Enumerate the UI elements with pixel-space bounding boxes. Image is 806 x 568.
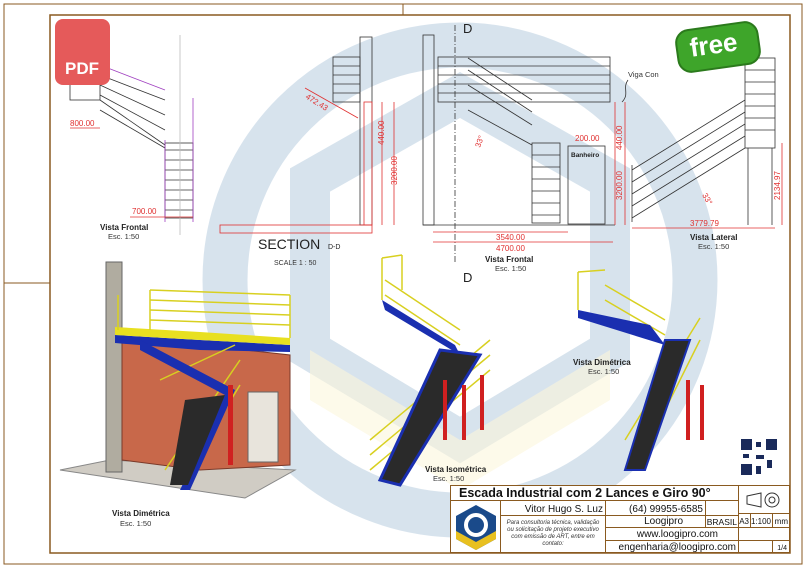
beam-note: Viga Con [628,70,659,79]
unit-cell: mm [773,514,789,528]
qr-code [740,438,778,476]
section-suffix: D-D [328,244,340,251]
view-scale: Esc. 1:50 [433,474,464,483]
blank-cell [706,501,739,516]
view-title: Vista Dimétrica [573,358,631,367]
title-block: Escada Industrial com 2 Lances e Giro 90… [450,485,790,553]
vista-frontal-left [69,35,194,235]
dim-440b: 440.00 [615,125,624,150]
scale-cell: 1:100 [751,514,773,528]
isometrica-3d [369,254,491,487]
owner: Vitor Hugo S. Luz [524,504,603,515]
angle-33: 33° [473,134,486,148]
room-label: Banheiro [571,152,599,159]
social: Loogipro [644,516,683,527]
cut-label-top: D [463,21,472,36]
vista-frontal-main [422,25,626,262]
view-scale: Esc. 1:50 [588,367,619,376]
observations: Para consultoria técnica, validação ou s… [506,520,600,547]
free-label: free [687,26,740,63]
owner-cell: Vitor Hugo S. Luz [501,501,606,516]
watermark-logo [202,22,718,538]
view-scale: Esc. 1:50 [495,264,526,273]
country-cell: BRASIL [706,516,739,528]
pdf-badge[interactable]: PDF [55,19,110,85]
view-scale: Esc. 1:50 [698,242,729,251]
view-title: Vista Dimétrica [112,509,170,518]
email-cell: engenharia@loogipro.com [606,541,739,553]
blank-cell [739,528,789,541]
dimetrica-left-3d [59,261,297,499]
observations-cell: Para consultoria técnica, validação ou s… [501,516,606,553]
dim-4700: 4700.00 [496,244,525,253]
title-cell: Escada Industrial com 2 Lances e Giro 90… [451,486,739,501]
dim-200: 200.00 [575,134,600,143]
phone-cell: (64) 99955-6585 [606,501,706,516]
cut-label-bottom: D [463,270,472,285]
dim-700: 700.00 [132,207,157,216]
pdf-label: PDF [65,59,99,78]
date-cell [739,541,773,553]
dim-3200: 3200.00 [390,156,399,185]
dim-2134: 2134.97 [773,171,782,200]
email[interactable]: engenharia@loogipro.com [618,542,736,553]
sheet: 1/4 [777,545,787,552]
social-cell: Loogipro [606,516,706,528]
view-scale: Esc. 1:50 [120,519,151,528]
section-scale: SCALE 1 : 50 [274,260,317,267]
dim-3200b: 3200.00 [615,171,624,200]
view-title: Vista Frontal [485,255,533,264]
logo-cell [451,501,501,553]
dim-800: 800.00 [70,119,95,128]
phone: (64) 99955-6585 [629,504,703,515]
projection-symbol [739,486,789,514]
inner-frame [49,14,791,554]
dim-440: 440.00 [377,120,386,145]
loogipro-logo [456,505,496,550]
drawing-title: Escada Industrial com 2 Lances e Giro 90… [459,486,711,500]
view-title: Vista Isométrica [425,465,487,474]
sheet-cell: 1/4 [773,541,789,553]
projection-icon [746,492,780,508]
dimetrica-right-3d [577,269,704,471]
dim-3540: 3540.00 [496,233,525,242]
dim-3779: 3779.79 [690,219,719,228]
vista-lateral [621,57,783,229]
scale: 1:100 [751,517,771,526]
format: A3 [739,517,749,526]
view-title: Vista Lateral [690,233,737,242]
section-title: SECTION [258,236,320,252]
section-d-d [219,36,395,234]
format-cell: A3 [739,514,751,528]
website[interactable]: www.loogipro.com [636,529,718,540]
website-cell: www.loogipro.com [606,528,739,541]
unit: mm [774,517,788,526]
view-scale: Esc. 1:50 [108,232,139,241]
country: BRASIL [706,517,737,527]
view-title: Vista Frontal [100,223,148,232]
